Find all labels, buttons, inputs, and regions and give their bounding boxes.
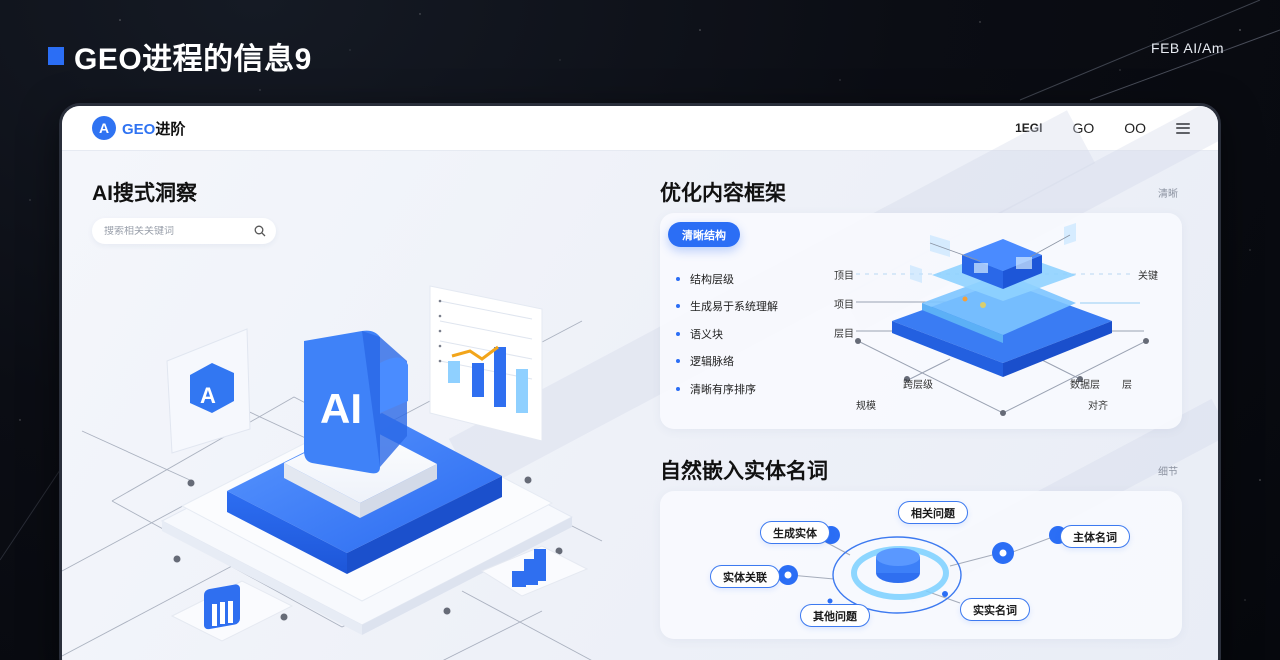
entities-side-note: 细节 [1158, 467, 1178, 478]
base-label: 层 [1122, 380, 1132, 391]
nav-item-3[interactable]: OO [1124, 120, 1146, 136]
layer-label-middle: 项目 [834, 300, 854, 311]
entity-node[interactable]: 生成实体 [760, 521, 830, 544]
layer-label-right: 关键 [1138, 271, 1158, 282]
top-bar: A GEO进阶 1EGI GO OO [62, 106, 1218, 151]
search-box[interactable] [92, 218, 276, 244]
base-label: 数据层 [1070, 380, 1100, 391]
framework-bullet-list: 结构层级 生成易于系统理解 语义块 逻辑脉络 清晰有序排序 [676, 265, 778, 403]
list-item: 清晰有序排序 [676, 375, 778, 403]
ai-tile-text: AI [320, 385, 362, 432]
brand-name: GEO进阶 [122, 118, 185, 139]
entity-node[interactable]: 其他问题 [800, 604, 870, 627]
search-input[interactable] [104, 225, 244, 237]
list-item: 生成易于系统理解 [676, 293, 778, 321]
bullet-dot-icon [676, 304, 680, 309]
corner-label: FEB AI/Am [1151, 40, 1224, 56]
hamburger-icon[interactable] [1176, 122, 1190, 134]
brand[interactable]: A GEO进阶 [92, 116, 185, 140]
framework-side-note: 清晰 [1158, 189, 1178, 200]
clear-structure-button[interactable]: 清晰结构 [668, 222, 740, 247]
framework-card: 清晰结构 结构层级 生成易于系统理解 语义块 逻辑脉络 清晰有序排序 [660, 213, 1182, 429]
layer-label-top: 顶目 [834, 271, 854, 282]
isometric-ai-illustration: AI A [62, 285, 603, 660]
list-item: 逻辑脉络 [676, 348, 778, 376]
base-label: 对齐 [1088, 401, 1108, 412]
app-window: A GEO进阶 1EGI GO OO [62, 106, 1218, 660]
layered-pyramid-illustration [855, 223, 1149, 416]
bullet-dot-icon [676, 359, 680, 364]
brand-suffix: 进阶 [155, 120, 186, 138]
top-nav: 1EGI GO OO [1015, 120, 1190, 136]
main-content: AI A [62, 106, 1218, 660]
nav-item-2[interactable]: GO [1072, 120, 1095, 136]
brand-prefix: GEO [122, 120, 156, 138]
entity-node[interactable]: 实体关联 [710, 565, 780, 588]
bullet-dot-icon [676, 386, 680, 391]
ai-search-insight-panel: AI A [62, 151, 622, 660]
section-title: AI搜式洞察 [92, 182, 197, 205]
entity-node[interactable]: 实实名词 [960, 598, 1030, 621]
entity-node[interactable]: 主体名词 [1060, 525, 1130, 548]
list-item: 语义块 [676, 320, 778, 348]
svg-text:A: A [200, 383, 216, 408]
nav-item-1[interactable]: 1EGI [1015, 121, 1043, 135]
framework-title: 优化内容框架 [660, 182, 786, 205]
brand-logo-icon: A [92, 116, 116, 140]
bullet-dot-icon [676, 276, 680, 281]
entities-title: 自然嵌入实体名词 [660, 460, 828, 483]
base-label: 跨层级 [903, 380, 933, 391]
title-accent-square [48, 47, 64, 65]
entity-network-card: 生成实体 相关问题 主体名词 实体关联 其他问题 实实名词 [660, 491, 1182, 639]
slide-heading: GEO进程的信息9 [74, 43, 312, 76]
base-label: 规模 [856, 401, 876, 412]
search-icon[interactable] [254, 225, 266, 237]
slide-title: GEO进程的信息9 [48, 34, 312, 78]
list-item: 结构层级 [676, 265, 778, 293]
bullet-dot-icon [676, 331, 680, 336]
layer-label-bottom: 层目 [834, 329, 854, 340]
entity-node[interactable]: 相关问题 [898, 501, 968, 524]
